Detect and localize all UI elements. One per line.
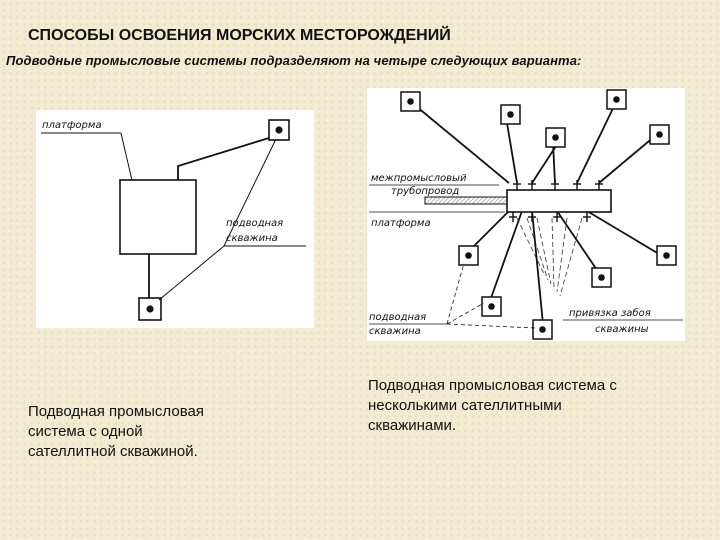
subsea-well [400, 91, 421, 112]
wellhead-dot [146, 305, 154, 313]
single-satellite-svg: платформа подводная скважина [41, 119, 306, 321]
multi-satellite-svg: межпромысловый трубопровод платформа под… [369, 89, 683, 340]
subsea-well [656, 245, 677, 266]
subsea-well [458, 245, 479, 266]
multi-satellite-diagram: межпромысловый трубопровод платформа под… [367, 88, 685, 341]
pipeline-to-upper-well [177, 137, 270, 180]
subsea-wells [400, 89, 677, 340]
subsea-well [481, 296, 502, 317]
interfield-pipeline [424, 196, 508, 205]
wellhead-dot [275, 126, 283, 134]
manifold-platform [506, 189, 612, 213]
upper-pipelines [410, 99, 656, 184]
single-satellite-diagram: платформа подводная скважина [36, 110, 314, 328]
caption-multi-satellite: Подводная промысловая система с нескольк… [368, 377, 617, 434]
lower-pipelines [469, 210, 660, 325]
well-label-line2: скважина [226, 233, 278, 244]
well-leader-upper [223, 138, 277, 247]
platform-label: платформа [371, 218, 431, 229]
subsea-well [591, 267, 612, 288]
borehole-link-lines [516, 217, 583, 297]
bottom-label-line1: привязка забоя [569, 307, 651, 319]
page-title: СПОСОБЫ ОСВОЕНИЯ МОРСКИХ МЕСТОРОЖДЕНИЙ [28, 27, 451, 44]
well-leader-lower [158, 245, 225, 301]
pipeline-label-line2: трубопровод [391, 185, 459, 197]
platform-box [119, 179, 197, 255]
well-label-line1: подводная [226, 218, 283, 229]
subsea-well [532, 319, 553, 340]
subsea-well [545, 127, 566, 148]
pipeline-label-line1: межпромысловый [371, 173, 467, 184]
subsea-well [649, 124, 670, 145]
well-leader-lines [446, 262, 536, 329]
page-subtitle: Подводные промысловые системы подразделя… [6, 53, 582, 68]
subsea-well [606, 89, 627, 110]
platform-label: платформа [42, 120, 102, 131]
caption-single-satellite: Подводная промысловая система с одной са… [28, 403, 204, 460]
subsea-well [500, 104, 521, 125]
well-label-line2: скважина [369, 326, 421, 337]
bottom-label-line2: скважины [595, 324, 649, 335]
well-label-line1: подводная [369, 312, 426, 323]
manifold-connectors [509, 180, 603, 222]
